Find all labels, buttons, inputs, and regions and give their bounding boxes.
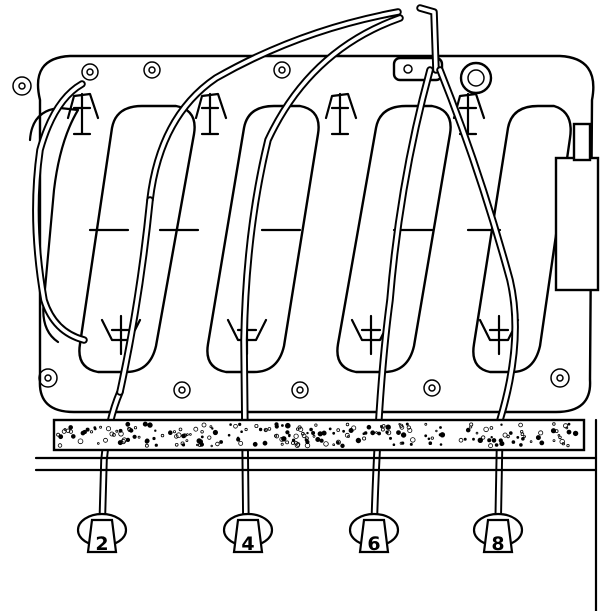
spark-plug-wires: [32, 4, 519, 534]
spark-plug-boot-2: 2: [76, 512, 128, 555]
sensor-housing: [554, 122, 600, 292]
manifold-gasket-strip: [52, 418, 586, 452]
hose-clamp: [459, 61, 493, 95]
spark-plug-boot-8: 8: [472, 512, 524, 555]
intake-runners: [28, 104, 572, 374]
spark-plug-boot-6: 6: [348, 512, 400, 555]
plug-label-8: 8: [491, 533, 504, 555]
cylinder-head-edge: [34, 418, 598, 611]
plug-label-2: 2: [95, 533, 108, 555]
spark-plug-boots: 2 4 6 8: [76, 512, 524, 555]
plug-label-4: 4: [241, 533, 254, 555]
spark-plug-boot-4: 4: [222, 512, 274, 555]
fuel-injector-clips-top: [66, 92, 486, 136]
gasket-speckle-texture: [56, 421, 579, 449]
plug-label-6: 6: [367, 533, 380, 555]
